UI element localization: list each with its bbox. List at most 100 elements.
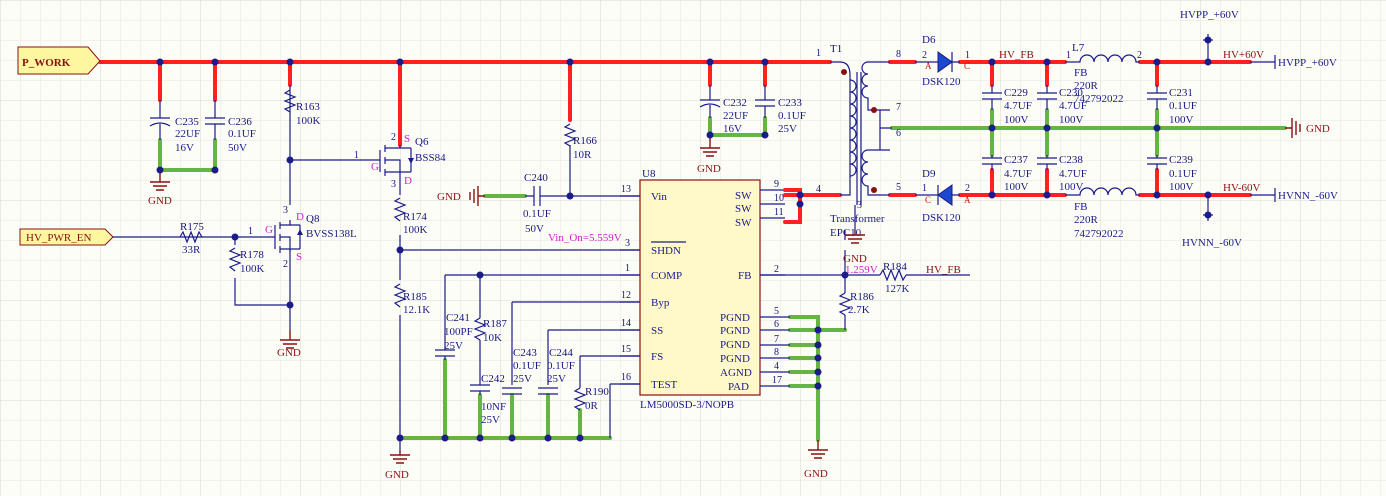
t1-ref: T1: [830, 43, 842, 55]
c239-voltage: 100V: [1169, 181, 1194, 193]
capacitor-c235[interactable]: C235 22UF 16V: [149, 100, 200, 154]
c241-voltage: 25V: [444, 340, 463, 352]
capacitor-c230[interactable]: C230 4.7UF 100V: [1037, 85, 1087, 126]
c229-value: 4.7UF: [1004, 100, 1032, 112]
r185-ref: R185: [403, 291, 427, 303]
c231-voltage: 100V: [1169, 114, 1194, 126]
capacitor-c236[interactable]: C236 0.1UF 50V: [205, 100, 256, 154]
capacitor-c237[interactable]: C237 4.7UF 100V: [982, 154, 1032, 193]
capacitor-c231[interactable]: C231 0.1UF 100V: [1147, 85, 1197, 126]
u8-pin11-num: 11: [774, 207, 784, 218]
capacitor-c242[interactable]: C242 10NF 25V: [470, 373, 506, 426]
q8-pin1: 1: [248, 226, 253, 237]
hvnn-output-port[interactable]: HVNN_-60V: [1274, 188, 1338, 202]
u8-left-pins: 13 Vin 3 SHDN 1 COMP 12 Byp 14 SS 15 FS …: [621, 184, 682, 391]
u8-pin8-name: PGND: [720, 353, 750, 365]
u8-pin15-num: 15: [621, 344, 631, 355]
junction-dots: [156, 36, 1212, 442]
capacitor-c232[interactable]: C232 22UF 16V: [699, 85, 748, 135]
resistor-r163[interactable]: R163 100K: [283, 89, 321, 127]
u8-pin13-num: 13: [621, 184, 631, 195]
t1-pin4: 4: [816, 184, 821, 195]
resistor-r178[interactable]: R178 100K: [228, 247, 265, 275]
r190-ref: R190: [585, 386, 609, 398]
q8-pin3: 3: [283, 205, 288, 216]
fb-voltage-annotation: 1.259V: [845, 264, 878, 276]
r175-ref: R175: [180, 221, 204, 233]
capacitor-c240[interactable]: C240 0.1UF 50V: [523, 172, 551, 235]
resistor-r186[interactable]: R186 2.7K: [838, 291, 874, 316]
u8-pin4-num: 4: [774, 361, 779, 372]
power-rails: [98, 60, 1252, 224]
q8-d: D: [296, 211, 304, 223]
resistor-r174[interactable]: R174 100K: [393, 197, 428, 236]
q6-ref: Q6: [415, 136, 429, 148]
l7-v2: 742792022: [1074, 93, 1124, 105]
c235-value: 22UF: [175, 128, 200, 140]
resistor-r190[interactable]: R190 0R: [573, 386, 609, 412]
r184-value: 127K: [885, 283, 910, 295]
r175-value: 33R: [182, 244, 201, 256]
capacitor-c241[interactable]: C241 100PF 25V: [435, 312, 473, 360]
capacitor-c229[interactable]: C229 4.7UF 100V: [982, 85, 1032, 126]
capacitor-c233[interactable]: C233 0.1UF 25V: [755, 85, 806, 135]
resistor-r166[interactable]: R166 10R: [563, 123, 597, 161]
c240-ref: C240: [524, 172, 548, 184]
r174-ref: R174: [403, 211, 427, 223]
diode-d6[interactable]: D6 2 1 A C DSK120: [915, 34, 970, 88]
hvnn-right-label: HVNN_-60V: [1278, 190, 1338, 202]
inductor-l7[interactable]: L7 1 2 FB 220R 742792022: [1065, 42, 1142, 105]
d6-part: DSK120: [922, 76, 961, 88]
p-work-port[interactable]: P_WORK: [17, 46, 101, 75]
hvpp-output-port[interactable]: HVPP_+60V: [1274, 55, 1337, 69]
resistor-r185[interactable]: R185 12.1K: [393, 283, 430, 316]
hv-fb-net-label: HV_FB: [999, 49, 1034, 61]
signal-wires: [110, 40, 1275, 450]
capacitor-c238[interactable]: C238 4.7UF 100V: [1037, 154, 1087, 193]
r187-value: 10K: [483, 332, 502, 344]
c244-value: 0.1UF: [547, 360, 575, 372]
u8-pin5-num: 5: [774, 306, 779, 317]
c242-ref: C242: [481, 373, 505, 385]
resistor-r175[interactable]: R175 33R: [179, 221, 204, 256]
c240-value: 0.1UF: [523, 208, 551, 220]
l8-value: FB: [1074, 201, 1087, 213]
capacitor-c243[interactable]: C243 0.1UF 25V: [502, 347, 541, 395]
hv-pwr-en-port[interactable]: HV_PWR_EN: [19, 228, 114, 246]
u8-pin12-num: 12: [621, 290, 631, 301]
c238-voltage: 100V: [1059, 181, 1084, 193]
d9-ref: D9: [922, 168, 936, 180]
c230-ref: C230: [1059, 87, 1083, 99]
gnd-label-3: GND: [385, 469, 409, 481]
u8-pin6-num: 6: [774, 319, 779, 330]
diode-d9[interactable]: D9 1 2 C A DSK120: [915, 168, 971, 224]
gnd-label-6: GND: [804, 468, 828, 480]
capacitor-c244[interactable]: C244 0.1UF 25V: [538, 347, 575, 395]
ground-symbol-2: GND: [277, 330, 301, 359]
transformer-t1[interactable]: 1 T1 4 8 7 6 5 3 Transformer EPC10: [816, 43, 901, 239]
resistor-r184[interactable]: R184 127K: [879, 261, 925, 295]
c237-ref: C237: [1004, 154, 1028, 166]
t1-pin1: 1: [816, 48, 821, 59]
t1-pin3: 3: [857, 200, 862, 211]
r187-ref: R187: [483, 318, 507, 330]
gnd-output-port[interactable]: GND: [1285, 118, 1330, 138]
l7-pin1: 1: [1066, 50, 1071, 61]
transistor-q6[interactable]: 1 2 3 S G D Q6 BSS84: [354, 132, 446, 190]
gnd-label-4: GND: [437, 191, 461, 203]
d9-part: DSK120: [922, 212, 961, 224]
ic-u8[interactable]: U8 LM5000SD-3/NOPB: [620, 168, 802, 411]
c229-voltage: 100V: [1004, 114, 1029, 126]
gnd-label-1: GND: [148, 195, 172, 207]
inductor-l8[interactable]: FB 220R 742792022: [1065, 187, 1140, 240]
ground-symbol-4: GND: [437, 186, 485, 206]
capacitor-c239[interactable]: C239 0.1UF 100V: [1147, 154, 1197, 193]
t1-pin8: 8: [896, 49, 901, 60]
u8-pin16-name: TEST: [651, 379, 678, 391]
transistor-q8[interactable]: 1 3 2 D G S Q8 BVSS138L: [248, 205, 357, 270]
u8-pin9-name: SW: [735, 190, 752, 202]
u8-pin4-name: AGND: [720, 367, 752, 379]
ground-symbol-3: GND: [385, 450, 410, 481]
resistor-r187[interactable]: R187 10K: [473, 317, 507, 344]
r178-ref: R178: [240, 249, 264, 261]
